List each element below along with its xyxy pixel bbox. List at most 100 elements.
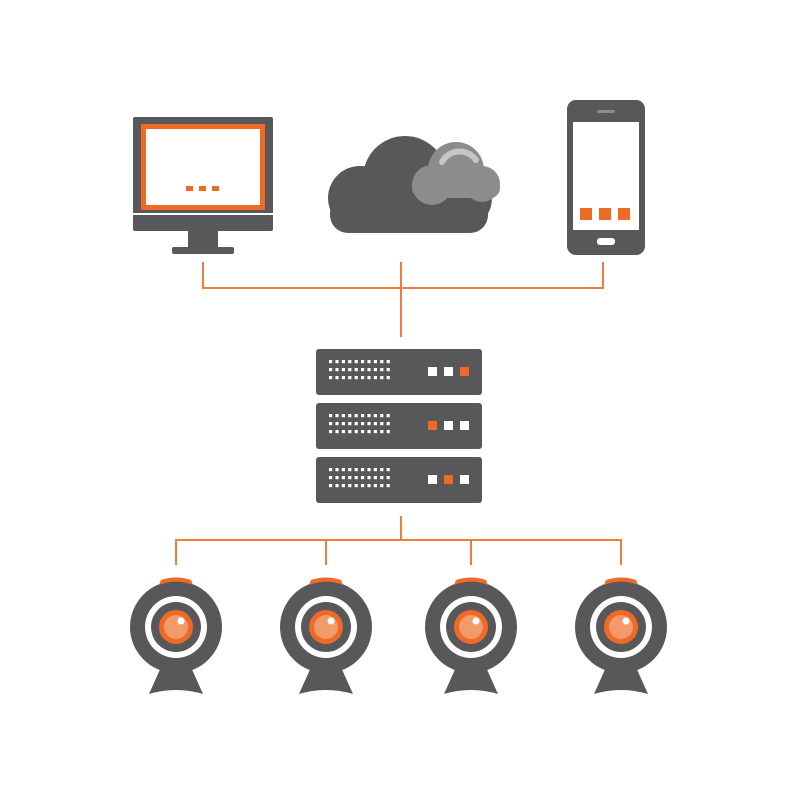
camera-bus: [175, 539, 622, 565]
vent-hole: [386, 368, 390, 372]
webcam-stand: [299, 665, 353, 694]
vent-hole: [341, 430, 345, 434]
server-chassis: [316, 403, 482, 449]
webcam-icon: [280, 577, 372, 694]
vent-hole: [341, 376, 345, 380]
vent-hole: [380, 368, 384, 372]
server-vent-grille: [329, 414, 390, 434]
status-light: [428, 367, 437, 376]
vent-hole: [361, 376, 365, 380]
vent-hole: [341, 468, 345, 472]
webcam-lens-glint: [472, 617, 480, 625]
webcam-top-accent: [309, 577, 343, 585]
phone-speaker: [597, 110, 615, 113]
vent-hole: [329, 476, 333, 480]
status-light: [444, 421, 453, 430]
vent-hole: [329, 484, 333, 488]
screen-dot-3: [212, 186, 219, 191]
server-unit: [316, 403, 482, 449]
vent-hole: [348, 484, 352, 488]
vent-hole: [373, 468, 377, 472]
phone-tile-2: [599, 208, 611, 220]
server-unit: [316, 457, 482, 503]
webcam-top-accent: [604, 577, 638, 585]
webcam-stand: [444, 665, 498, 694]
vent-hole: [329, 430, 333, 434]
monitor-neck: [188, 231, 218, 247]
vent-hole: [329, 368, 333, 372]
cloud-front: [412, 142, 500, 205]
screen-dot-1: [186, 186, 193, 191]
vent-hole: [367, 476, 371, 480]
screen-dot-2: [199, 186, 206, 191]
webcam-stand: [149, 665, 203, 694]
vent-hole: [367, 484, 371, 488]
vent-hole: [367, 468, 371, 472]
vent-hole: [361, 360, 365, 364]
vent-hole: [380, 360, 384, 364]
vent-hole: [354, 376, 358, 380]
vent-hole: [361, 484, 365, 488]
phone-home-button: [597, 238, 615, 245]
status-light: [460, 475, 469, 484]
vent-hole: [335, 368, 339, 372]
vent-hole: [386, 376, 390, 380]
vent-hole: [373, 376, 377, 380]
monitor-screen: [146, 129, 260, 205]
webcam-group: [130, 577, 667, 694]
vent-hole: [341, 368, 345, 372]
vent-hole: [341, 484, 345, 488]
vent-hole: [348, 422, 352, 426]
webcam-icon: [575, 577, 667, 694]
vent-hole: [367, 422, 371, 426]
vent-hole: [373, 414, 377, 418]
vent-hole: [373, 360, 377, 364]
vent-hole: [367, 430, 371, 434]
vent-hole: [348, 360, 352, 364]
vent-hole: [373, 484, 377, 488]
vent-hole: [348, 430, 352, 434]
webcam-icon: [425, 577, 517, 694]
status-light: [428, 421, 437, 430]
vent-hole: [329, 422, 333, 426]
status-light: [428, 475, 437, 484]
vent-hole: [354, 368, 358, 372]
vent-hole: [361, 414, 365, 418]
vent-hole: [335, 414, 339, 418]
server-vent-grille: [329, 360, 390, 380]
vent-hole: [341, 414, 345, 418]
webcam-lens-glint: [622, 617, 630, 625]
vent-hole: [386, 430, 390, 434]
webcam-lens-glint: [327, 617, 335, 625]
webcam-top-accent: [454, 577, 488, 585]
vent-hole: [380, 476, 384, 480]
connector-lines: [175, 262, 622, 565]
vent-hole: [367, 360, 371, 364]
vent-hole: [348, 476, 352, 480]
vent-hole: [329, 376, 333, 380]
vent-hole: [335, 484, 339, 488]
vent-hole: [386, 360, 390, 364]
vent-hole: [380, 484, 384, 488]
vent-hole: [341, 476, 345, 480]
phone-tile-1: [580, 208, 592, 220]
monitor-foot: [172, 247, 234, 254]
vent-hole: [354, 468, 358, 472]
vent-hole: [354, 360, 358, 364]
vent-hole: [386, 422, 390, 426]
vent-hole: [361, 476, 365, 480]
vent-hole: [335, 422, 339, 426]
vent-hole: [341, 422, 345, 426]
vent-hole: [367, 368, 371, 372]
vent-hole: [361, 368, 365, 372]
vent-hole: [354, 422, 358, 426]
vent-hole: [373, 430, 377, 434]
vent-hole: [386, 414, 390, 418]
vent-hole: [373, 422, 377, 426]
vent-hole: [348, 368, 352, 372]
status-light: [460, 367, 469, 376]
webcam-lens-glass: [609, 615, 633, 639]
status-light: [444, 475, 453, 484]
status-light: [444, 367, 453, 376]
